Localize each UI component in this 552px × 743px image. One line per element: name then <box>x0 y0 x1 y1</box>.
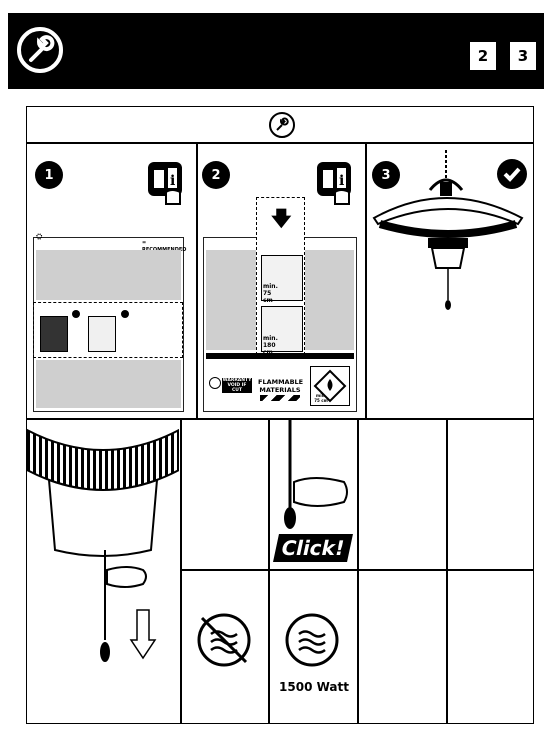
distance-label: min. 75 cm <box>314 393 328 403</box>
divider <box>180 569 534 571</box>
grey-area <box>36 250 181 300</box>
divider <box>268 418 270 724</box>
checkmark-icon <box>497 159 527 189</box>
warranty-label: WARRANTY VOID IF CUT <box>222 378 252 393</box>
page-number: 3 <box>508 40 538 72</box>
svg-text:i: i <box>170 173 175 189</box>
heater-illustration <box>370 150 530 315</box>
wrench-icon <box>17 27 63 73</box>
wrench-icon <box>269 112 295 138</box>
distance-label: min. 75 cm <box>263 283 278 304</box>
pull-cord-illustration <box>26 420 180 670</box>
checkmark-icon <box>121 310 129 318</box>
hazard-stripes <box>260 395 300 401</box>
divider <box>26 142 534 144</box>
divider <box>357 418 359 724</box>
cross-icon <box>72 310 80 318</box>
divider <box>365 142 367 418</box>
divider <box>196 142 198 418</box>
divider <box>206 353 354 359</box>
step-number: 3 <box>372 161 400 189</box>
logo: ⛭ <box>36 232 43 241</box>
divider <box>180 418 182 724</box>
manual-info-icon: i <box>315 158 355 208</box>
click-illustration <box>270 420 356 565</box>
grey-area <box>36 360 181 408</box>
lamp-diagram <box>261 306 303 352</box>
instruction-frame <box>26 106 534 724</box>
heat-off-icon <box>196 612 252 668</box>
arrow-down-icon: 🡇 <box>271 206 292 230</box>
highlight-box <box>33 302 183 358</box>
header-bar <box>8 13 544 89</box>
wattage-label: 1500 Watt <box>279 680 349 694</box>
step-number: 1 <box>35 161 63 189</box>
fire-warning-icon <box>310 366 350 406</box>
distance-label: min. 180 cm <box>263 335 278 356</box>
option-image <box>40 316 68 352</box>
svg-text:i: i <box>339 173 344 189</box>
divider <box>446 418 448 724</box>
manual-info-icon: i <box>146 158 186 208</box>
divider <box>26 418 534 420</box>
heat-on-icon <box>284 612 340 668</box>
option-image <box>88 316 116 352</box>
flammable-label: FLAMMABLE MATERIALS <box>258 378 304 394</box>
warranty-icon <box>209 377 221 389</box>
lamp-diagram <box>261 255 303 301</box>
page-number: 2 <box>468 40 498 72</box>
step-number: 2 <box>202 161 230 189</box>
click-label: Click! <box>273 534 353 562</box>
